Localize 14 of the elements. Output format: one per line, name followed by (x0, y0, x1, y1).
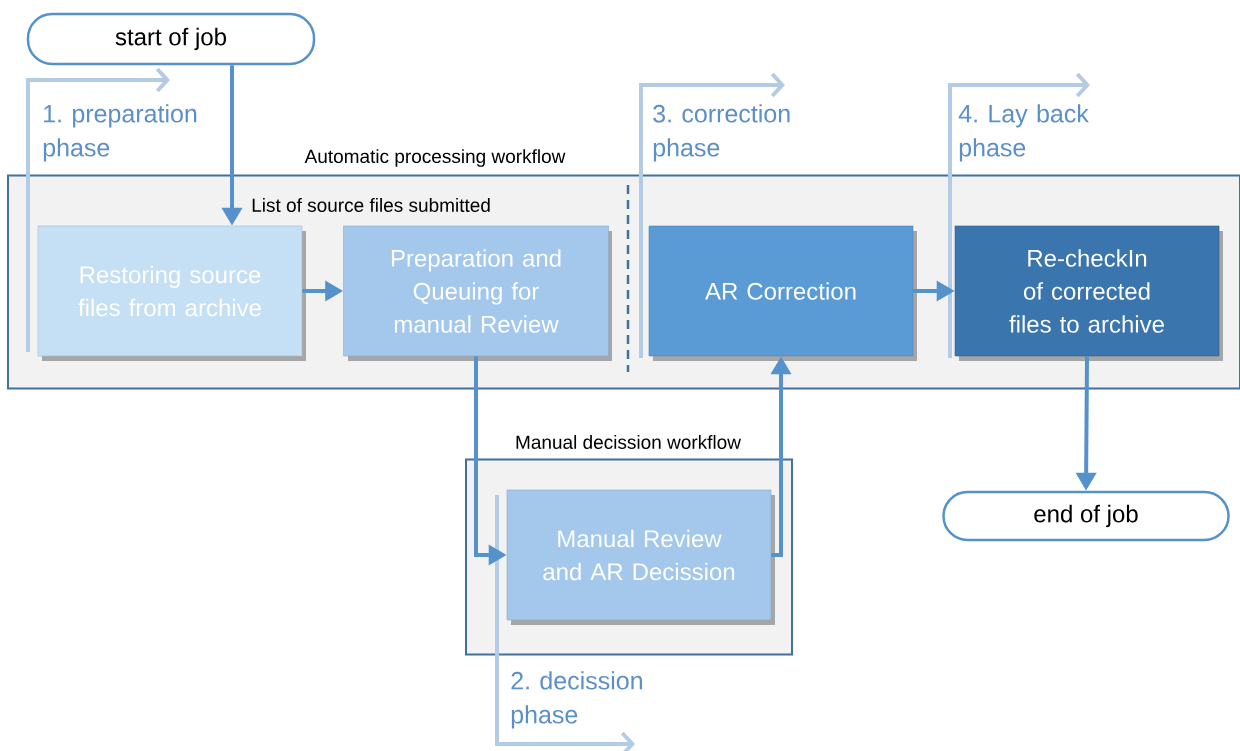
process-box: Re-checkIn of corrected files to archive (954, 225, 1223, 361)
phase-label: 1. preparation phase (43, 104, 197, 162)
process-box: Preparation and Queuing for manual Review (343, 225, 612, 361)
frame-heading: Manual decission workflow (516, 435, 741, 449)
process-box: Manual Review and AR Decission (506, 489, 775, 625)
terminal-box: start of job (26, 12, 316, 66)
process-box: AR Correction (648, 225, 917, 361)
phase-label: 2. decission phase (511, 671, 642, 729)
frame-heading: Automatic processing workflow (304, 149, 566, 167)
phase-label: 4. Lay back phase (958, 104, 1089, 162)
process-box: Restoring source files from archive (37, 225, 306, 361)
edge-label: List of source files submitted (250, 197, 492, 213)
phase-label: 3. correction phase (653, 104, 790, 162)
terminal-box: end of job (942, 490, 1230, 542)
